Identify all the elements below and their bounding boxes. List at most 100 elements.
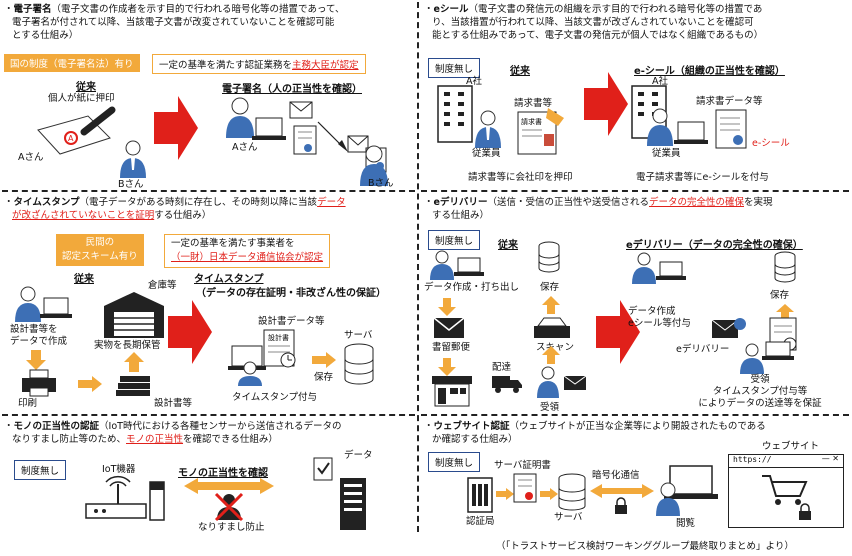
warehouse-icon: [104, 292, 164, 338]
browser-url: https://: [733, 455, 772, 464]
spoof-icon: [214, 492, 244, 522]
svg-text:A: A: [68, 134, 74, 143]
eseal-new-doc: [715, 109, 747, 149]
edelivery-down-arrow-2: [438, 358, 456, 376]
eseal-employee: 従業員: [472, 148, 501, 159]
esign-term: 電子署名: [13, 4, 52, 15]
timestamp-new-label1: タイムスタンプ: [194, 274, 264, 285]
scanner-icon: [534, 317, 570, 338]
web-server: サーバ: [554, 512, 583, 523]
web-ca: 認証局: [466, 516, 495, 527]
eseal-new-seal: e-シール: [752, 138, 790, 149]
timestamp-scheme-tag: 民間の認定スキーム有り: [56, 234, 144, 266]
esign-arrow: [154, 96, 198, 160]
encrypted-double-arrow: [590, 484, 654, 498]
edelivery-old-person: [430, 250, 484, 280]
edelivery-scan: スキャン: [536, 342, 575, 353]
timestamp-warehouse: 倉庫等: [148, 280, 177, 291]
edelivery-new-receive: 受領タイムスタンプ付与等によりデータの送達等を保証: [698, 374, 822, 409]
lock-icon: [615, 497, 627, 514]
divider-left-1: [2, 190, 415, 192]
eseal-new-caption: 電子請求書等にe-シールを付与: [636, 172, 769, 183]
eseal-old-building: [437, 85, 473, 143]
paper-stamp-illustration: A: [37, 106, 116, 155]
svg-text:請求書: 請求書: [521, 117, 542, 126]
eseal-invoice-doc: 請求書: [517, 108, 564, 155]
browser-controls-icon: — ✕: [821, 454, 839, 463]
timestamp-new-illustration: 設計書: [228, 329, 296, 386]
timestamp-server: サーバ: [344, 330, 373, 341]
edelivery-description: ・eデリバリー（送信・受信の正当性や送受信されるデータの完全性の確保を実現 する…: [424, 197, 773, 221]
timestamp-docs: 設計書等: [154, 398, 193, 409]
timestamp-old-label: 従来: [74, 274, 94, 285]
edelivery-save: 保存: [540, 282, 560, 293]
edelivery-new-deliver: eデリバリー: [676, 344, 730, 355]
edelivery-old-label: 従来: [498, 240, 518, 251]
web-server-cert: サーバ証明書: [494, 460, 551, 471]
esign-new-illustration: [226, 97, 388, 186]
divider-right-1: [421, 190, 849, 192]
edelivery-new-receiver: [740, 317, 797, 374]
eseal-old-caption: 請求書等に会社印を押印: [468, 172, 573, 183]
edelivery-down-arrow: [438, 298, 456, 316]
divider-left-2: [2, 414, 415, 416]
edelivery-system-tag: 制度無し: [428, 230, 481, 250]
post-office-icon: [432, 376, 472, 407]
web-server-icon: [558, 473, 586, 511]
edelivery-up-arrow-2: [542, 346, 560, 364]
eseal-new-invoice: 請求書データ等: [696, 96, 763, 107]
envelope-icon: [433, 317, 465, 338]
web-encrypted: 暗号化通信: [592, 470, 640, 481]
edelivery-new-envelope: [711, 318, 746, 338]
eseal-invoice-label: 請求書等: [514, 98, 553, 109]
edelivery-term: eデリバリー: [433, 197, 488, 208]
edelivery-new-save: 保存: [770, 290, 790, 301]
edelivery-new-storage: [774, 251, 796, 283]
timestamp-arrow: [168, 300, 212, 364]
printer-icon: [22, 369, 56, 397]
esign-new-label: 電子署名（人の正当性を確認）: [222, 84, 362, 95]
eseal-new-employee-label: 従業員: [652, 148, 681, 159]
eseal-system-tag: 制度無し: [428, 58, 481, 78]
edelivery-new-label: eデリバリー（データの完全性の確保）: [626, 240, 803, 251]
truck-icon: [492, 376, 522, 393]
timestamp-description: ・タイムスタンプ（電子データがある時刻に存在し、その時刻以降に当該データ が改ざ…: [4, 197, 346, 221]
edelivery-delivery: 配達: [492, 362, 512, 373]
iot-device-label: IoT機器: [102, 464, 136, 475]
eseal-company-a: A社: [466, 76, 482, 87]
edelivery-old-storage: [538, 241, 560, 273]
esign-description: ・電子署名（電子文書の作成者を示す目的で行われる暗号化等の措置であって、 電子署…: [4, 4, 345, 41]
timestamp-data-docs: 設計書データ等: [258, 316, 325, 327]
timestamp-new-label2: （データの存在証明・非改ざん性の保証）: [196, 288, 386, 299]
web-browse: 閲覧: [676, 518, 696, 529]
eseal-new-company: A社: [652, 76, 668, 87]
esign-system-tag: 国の制度（電子署名法）有り: [4, 54, 140, 72]
edelivery-arrow: [596, 300, 640, 364]
eseal-old-label: 従来: [510, 66, 530, 77]
esign-new-person-a: Aさん: [232, 142, 258, 153]
router-icon: [85, 475, 165, 521]
iot-data-label: データ: [344, 450, 373, 461]
edelivery-new-sender: [632, 252, 686, 284]
web-term: ウェブサイト認証: [433, 421, 510, 432]
edelivery-up-arrow: [542, 296, 560, 314]
web-website-label: ウェブサイト: [762, 441, 820, 452]
eseal-old-employee: [475, 110, 501, 148]
edelivery-receive: 受領: [540, 402, 560, 413]
timestamp-save-arrow: [312, 352, 336, 368]
timestamp-server-icon: [344, 343, 374, 385]
timestamp-step-create: 設計書等をデータで作成: [10, 324, 68, 347]
timestamp-term: タイムスタンプ: [13, 197, 80, 208]
iot-check: モノの正当性を確認: [178, 468, 268, 479]
divider-right-2: [421, 414, 849, 416]
edelivery-registered: 書留郵便: [432, 342, 471, 353]
eseal-term: eシール: [433, 4, 469, 15]
iot-spoof: なりすまし防止: [198, 522, 265, 533]
web-system-tag: 制度無し: [428, 452, 481, 472]
esign-person-b: Bさん: [118, 179, 144, 190]
ca-building: [467, 477, 493, 513]
person-b-icon: [120, 140, 146, 178]
timestamp-step-store: 実物を長期保管: [94, 340, 161, 351]
paper-stack-icon: [116, 376, 150, 396]
esign-person-a: Aさん: [18, 152, 44, 163]
